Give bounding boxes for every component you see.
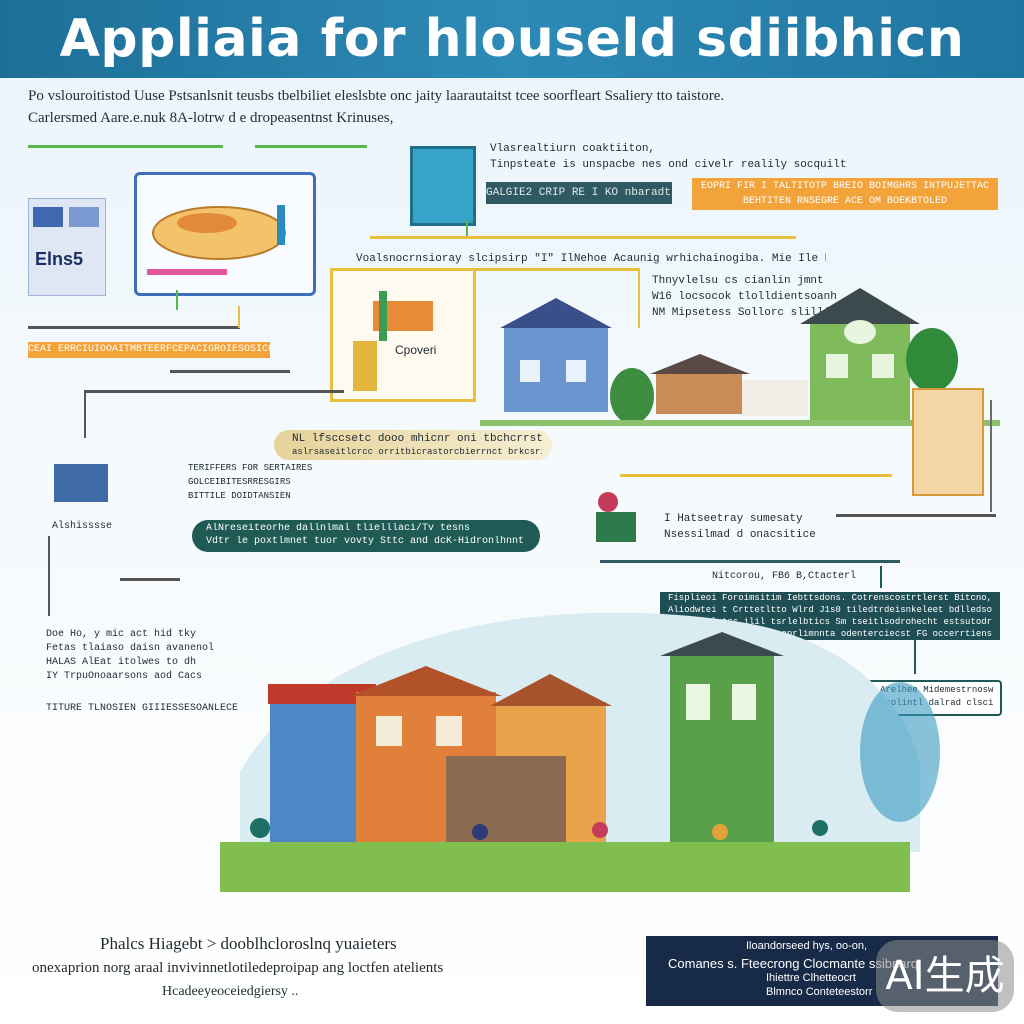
subtitle-line-1: Po vslouroitistod Uuse Pstsanlsnit teusb… bbox=[28, 88, 725, 104]
left-note-2: Fetas tlaiaso daisn avanenol bbox=[46, 643, 215, 654]
teal-pill: AlNreseiteorhe dallnlmal tlielllaci/Tv t… bbox=[192, 520, 540, 552]
ai-watermark: AI生成 bbox=[876, 940, 1014, 1012]
mid-yellow-box: Cpoveri bbox=[330, 268, 476, 402]
left-note-1: Doe Ho, y mic act hid tky bbox=[46, 629, 197, 640]
dark-panel-line-3: Tlinhteolutos ilil tsrlelbtics Sm tseitl… bbox=[668, 617, 992, 627]
connector-line bbox=[914, 640, 916, 674]
left-block-line-2: GOLCEIBITESRRESGIRS bbox=[188, 477, 291, 487]
right-mid-line-1: I Hatseetray sumesaty bbox=[664, 513, 803, 525]
connector-line bbox=[84, 390, 86, 438]
footer-box-line-4: Blmnco Conteteestorr bbox=[766, 986, 873, 998]
mid-note-1: Thnyvlelsu cs cianlin jmnt bbox=[652, 275, 824, 287]
connector-line bbox=[466, 220, 468, 238]
subtitle-line-2: Carlersmed Aare.e.nuk 8A-lotrw d e drope… bbox=[28, 110, 394, 126]
footer-box-line-2: Comanes s. Fteecrong Clocmante ssibnarq bbox=[668, 956, 919, 971]
mid-caption: Voalsnocrnsioray slcipsirp "I" IlNehoe A… bbox=[356, 253, 826, 265]
connector-line bbox=[990, 400, 992, 512]
separator-line bbox=[28, 145, 223, 148]
footer-box-line-1: Iloandorseed hys, oo-on, bbox=[746, 940, 868, 952]
right-mid-line-2: Nsessilmad d onacsitice bbox=[664, 529, 816, 541]
connector-line bbox=[48, 536, 50, 616]
gold-banner-line-1: NL lfsccsetc dooo mhicnr oni tbchcrrstit… bbox=[292, 433, 542, 445]
connector-line bbox=[238, 306, 240, 328]
footer-title: Phalcs Hiagebt > dooblhcloroslnq yuaiete… bbox=[100, 934, 397, 953]
connector-line bbox=[120, 578, 180, 581]
connector-line bbox=[84, 390, 344, 393]
dark-panel-line-2: Aliodwtei t Crttetltto Wlrd J1s0 tiledtr… bbox=[668, 605, 992, 615]
pizza-illustration bbox=[147, 205, 286, 275]
mid-note-3: NM Mipsetess Sollorc slilliors bbox=[652, 307, 851, 319]
house-row-illustration bbox=[480, 288, 1000, 426]
top-dark-bar: GALGIE2 CRIP RE I KO nbaradt lhtptdy bbox=[486, 182, 672, 204]
title-banner bbox=[0, 0, 1024, 78]
connector-line bbox=[836, 514, 996, 517]
meeting-illustration bbox=[588, 488, 648, 548]
workspace-illustration bbox=[353, 291, 433, 391]
connector-line bbox=[28, 326, 240, 329]
connector-line bbox=[600, 560, 900, 563]
neighborhood-illustration bbox=[220, 612, 940, 892]
illustration-box bbox=[134, 172, 316, 296]
box-label: Cpoveri bbox=[395, 343, 437, 357]
left-block-line-1: TERIFFERS FOR SERTAIRES bbox=[188, 463, 313, 473]
dark-info-panel: Fisplieoi Foroimsitim Iebttsdons. Cotren… bbox=[660, 592, 1000, 640]
dark-panel-line-1: Fisplieoi Foroimsitim Iebttsdons. Cotren… bbox=[668, 593, 992, 603]
left-chart-icon bbox=[54, 464, 108, 502]
left-note-3: HALAS AlEat itolwes to dh bbox=[46, 657, 197, 668]
gold-banner: NL lfsccsetc dooo mhicnr oni tbchcrrstit… bbox=[274, 430, 552, 460]
right-mid-label: Nitcorou, FB6 B,Ctacterl bbox=[712, 571, 857, 582]
dark-panel-line-4: inherlesuttnoti tme eoprlimnnta odenterc… bbox=[668, 629, 992, 639]
tile-label: Elns5 bbox=[35, 249, 84, 269]
connector-line bbox=[880, 566, 882, 588]
info-tile: Elns5 bbox=[28, 198, 106, 296]
top-orange-bar: EOPRI FIR I TALTITOTP BREIO BOIMGHRS INT… bbox=[692, 178, 998, 210]
monitor-icon bbox=[410, 146, 476, 226]
footer-line-2: onexaprion norg araal invivinnetlotilede… bbox=[32, 960, 444, 976]
connector-line bbox=[620, 474, 892, 477]
footer-box-line-3: Ihiettre Clhetteocrt bbox=[766, 972, 856, 984]
left-block-line-3: BITTILE DOIDTANSIEN bbox=[188, 491, 291, 501]
connector-line bbox=[176, 290, 178, 310]
separator-line bbox=[255, 145, 367, 148]
connector-line bbox=[470, 268, 640, 271]
left-bottom-row: TITURE TLNOSIEN GIIIESSESOANLECE bbox=[46, 703, 239, 714]
connector-line bbox=[638, 268, 640, 328]
connector-line bbox=[370, 236, 796, 239]
teal-pill-line-2: Vdtr le poxtlmnet tuor vovty Sttc and dc… bbox=[206, 536, 530, 547]
top-panel-line-1: Vlasrealtiurn coaktiiton, bbox=[490, 143, 656, 155]
footer-line-3: Hcadeeyeoceiedgiersy .. bbox=[162, 984, 299, 999]
mid-note-2: W16 locsocok tlolldientsoanh bbox=[652, 291, 837, 303]
teal-pill-line-1: AlNreseiteorhe dallnlmal tlielllaci/Tv t… bbox=[206, 523, 471, 534]
shop-building bbox=[912, 388, 984, 496]
left-orange-bar: CEAI ERRCIUIOOAITMBTEERFCEPACIGROIESOSIC… bbox=[28, 342, 270, 358]
gold-banner-line-2: aslrsaseitlcrcc orritbicrastorcbierrnct … bbox=[292, 447, 542, 457]
left-note-4: IY TrpuOnoaarsons aod Cacs bbox=[46, 671, 203, 682]
left-tag: Alshisssse bbox=[52, 521, 113, 532]
page-title: Appliaia for hlouseld sdiibhicn bbox=[59, 9, 965, 69]
top-panel-line-2: Tinpsteate is unspacbe nes ond civelr re… bbox=[490, 159, 847, 171]
connector-line bbox=[170, 370, 290, 373]
